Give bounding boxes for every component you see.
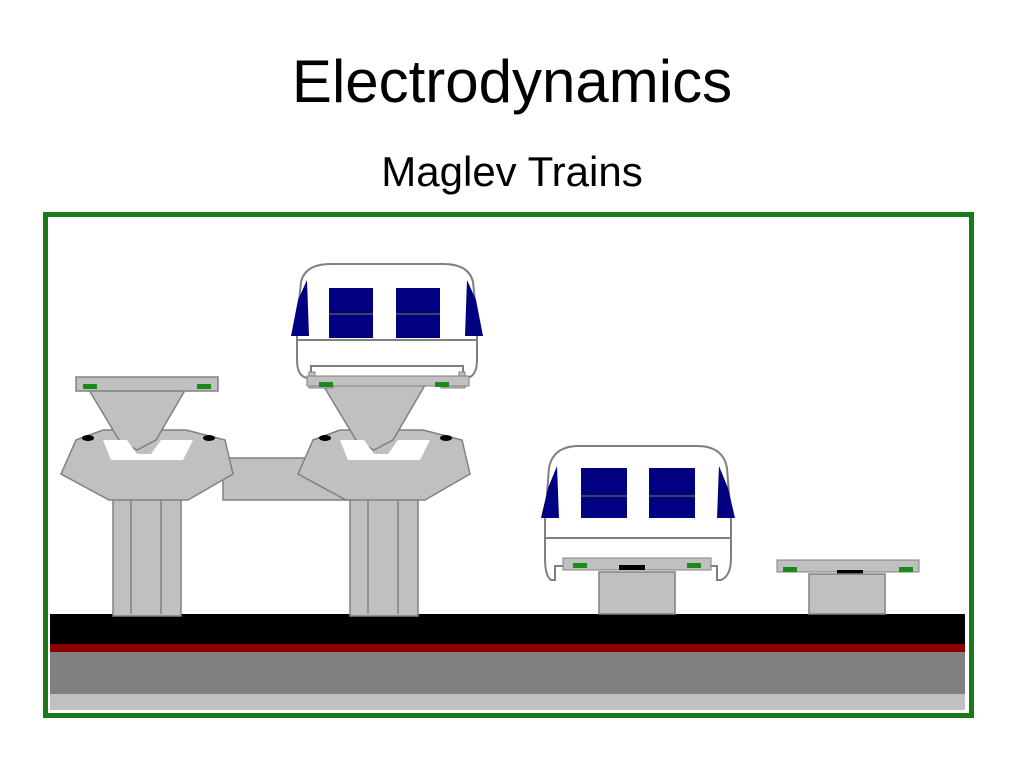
- maglev-diagram: [43, 212, 974, 718]
- ground-level-train: [541, 445, 735, 615]
- ground: [50, 614, 965, 710]
- ground-level-guideway: [776, 559, 920, 615]
- pylon-cap-notches: [82, 435, 452, 460]
- elevated-guideway: [60, 376, 471, 617]
- slide-subtitle: Maglev Trains: [381, 148, 643, 195]
- maglev-diagram-svg: [43, 212, 974, 718]
- elevated-train: [291, 263, 483, 389]
- slide-title: Electrodynamics: [291, 48, 733, 115]
- left-guideway-magnets: [83, 384, 211, 389]
